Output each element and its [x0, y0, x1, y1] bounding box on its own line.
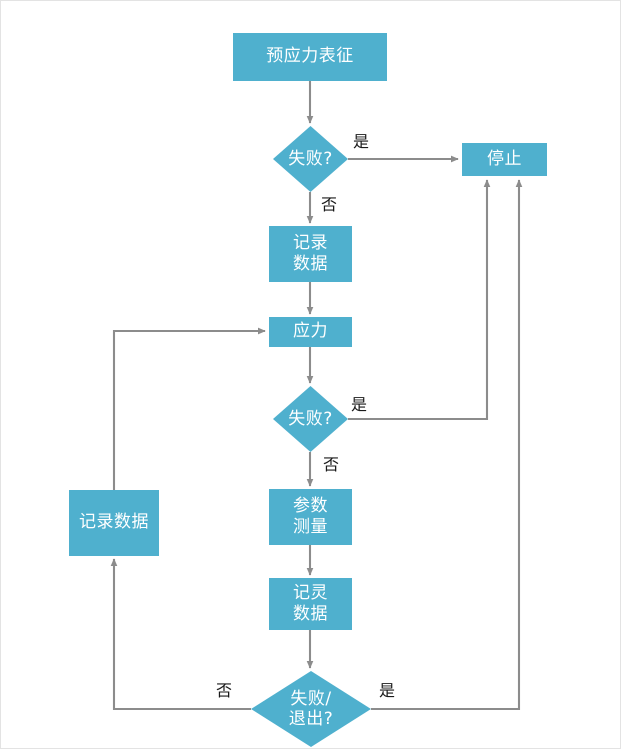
node-parameter-measurement[interactable]: 参数 测量 — [269, 489, 352, 545]
node-fail-exit[interactable]: 失败/ 退出? — [251, 671, 371, 747]
node-record-data-2[interactable]: 记灵 数据 — [269, 578, 352, 630]
node-fail2[interactable]: 失败? — [273, 386, 348, 452]
node-stop-label: 停止 — [487, 148, 522, 169]
node-stop[interactable]: 停止 — [462, 143, 547, 176]
edge-recordleft-to-stress — [112, 327, 266, 490]
edge-label-yes-1-text: 是 — [353, 132, 370, 151]
edge-label-no-3: 否 — [216, 677, 233, 701]
node-prestress[interactable]: 预应力表征 — [233, 33, 387, 81]
edge-failexit-to-stop — [371, 179, 523, 711]
node-stress-label: 应力 — [293, 321, 328, 342]
node-record-data-left-label: 记录数据 — [79, 512, 149, 533]
node-fail1[interactable]: 失败? — [273, 126, 348, 192]
node-parameter-measurement-label: 参数 测量 — [293, 495, 328, 537]
node-record-data-2-label: 记灵 数据 — [293, 582, 328, 624]
node-record-data-left[interactable]: 记录数据 — [69, 490, 159, 556]
edge-fail2-to-stop — [348, 179, 491, 421]
node-record-data-1[interactable]: 记录 数据 — [269, 226, 352, 282]
node-prestress-label: 预应力表征 — [266, 46, 354, 67]
edge-label-no-1-text: 否 — [321, 195, 338, 214]
edge-label-yes-3-text: 是 — [379, 681, 396, 700]
edge-label-no-1: 否 — [321, 191, 338, 215]
node-record-data-1-label: 记录 数据 — [293, 232, 328, 274]
edge-label-yes-2-text: 是 — [351, 395, 368, 414]
edge-label-yes-3: 是 — [379, 677, 396, 701]
edge-label-yes-2: 是 — [351, 391, 368, 415]
edge-label-no-3-text: 否 — [216, 681, 233, 700]
node-stress[interactable]: 应力 — [269, 317, 352, 347]
edge-label-no-2: 否 — [323, 451, 340, 475]
edge-label-no-2-text: 否 — [323, 455, 340, 474]
edge-label-yes-1: 是 — [353, 128, 370, 152]
edge-failexit-to-recordleft — [110, 558, 251, 711]
